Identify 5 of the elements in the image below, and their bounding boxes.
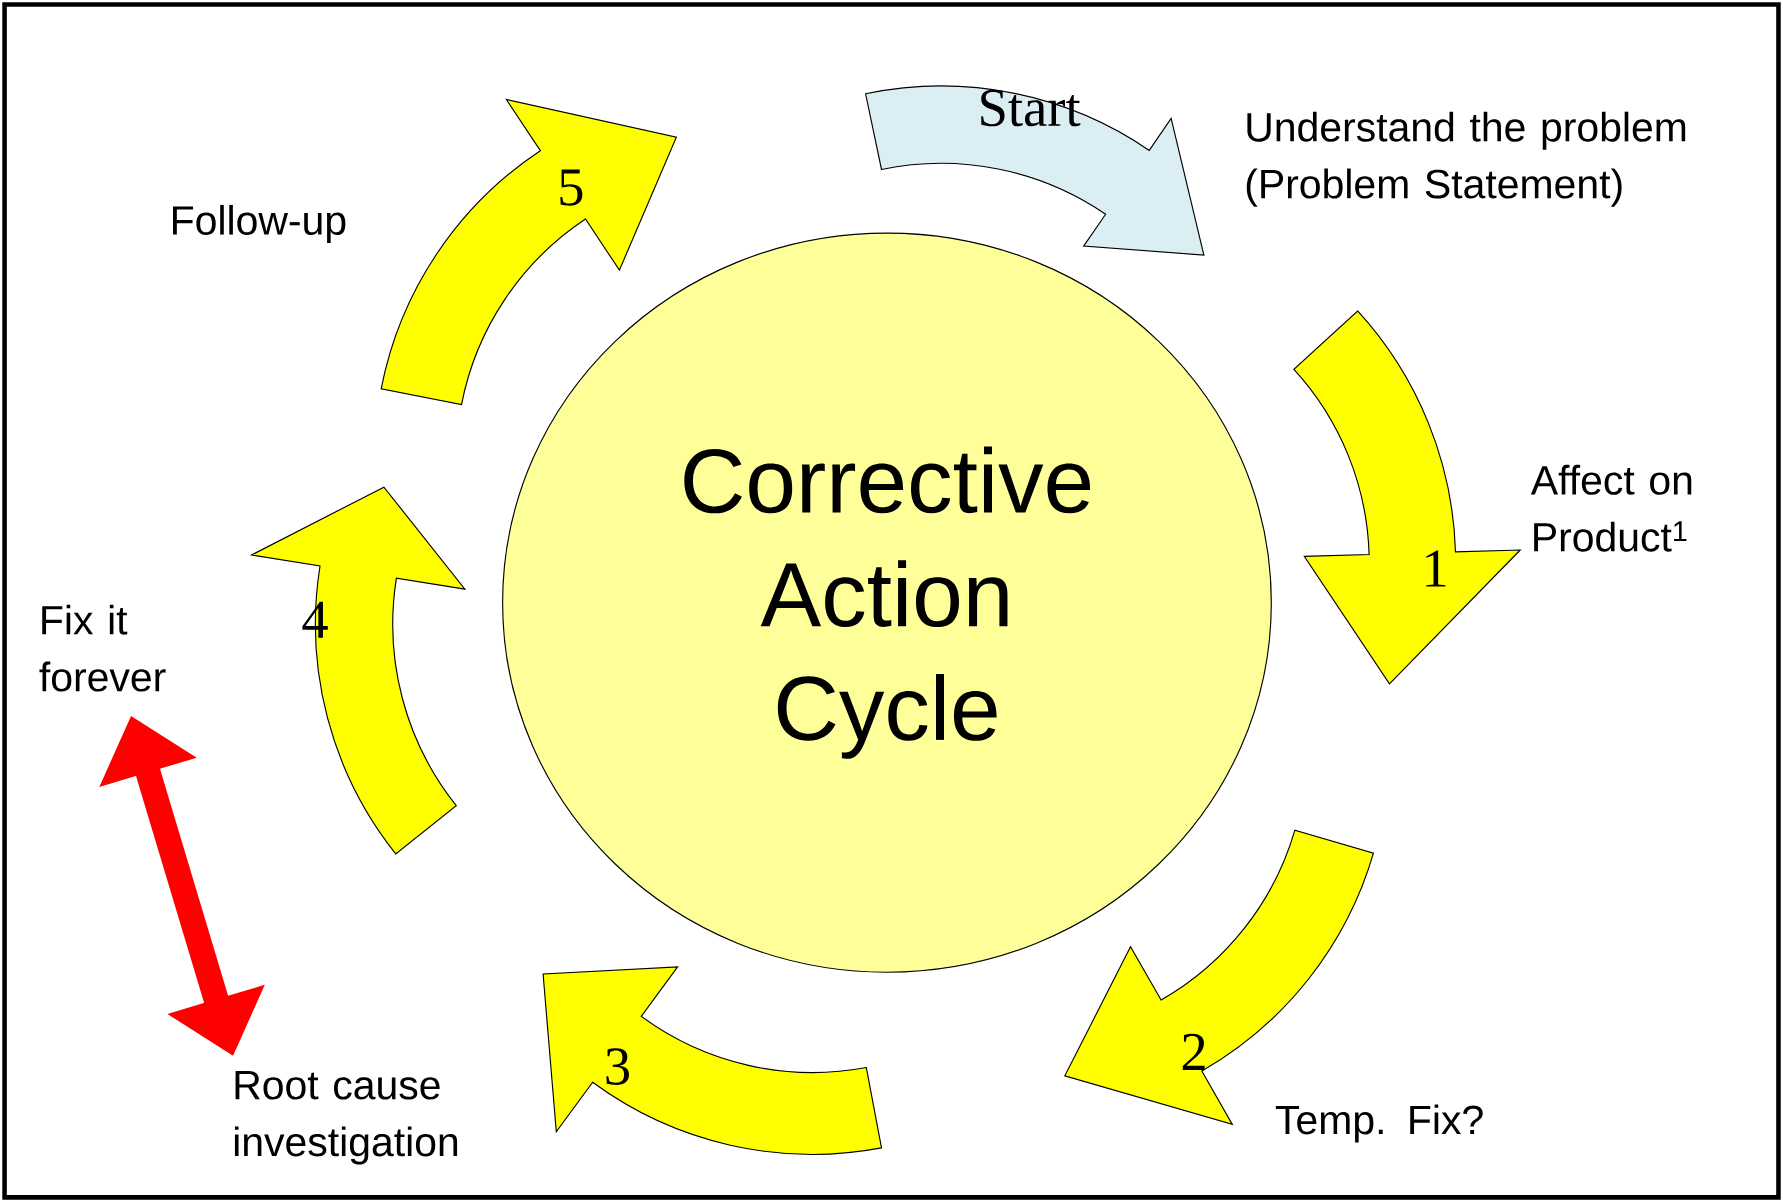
stage-label: Root cause investigation [234, 1071, 458, 1165]
stage-label: Follow-up [173, 204, 346, 244]
stage-label: Affect on Product$^{1}$ [1530, 464, 1692, 552]
stage-label: Understand the problem (Problem Statement) [1246, 111, 1686, 207]
stage-label: Fix it forever [39, 604, 166, 692]
